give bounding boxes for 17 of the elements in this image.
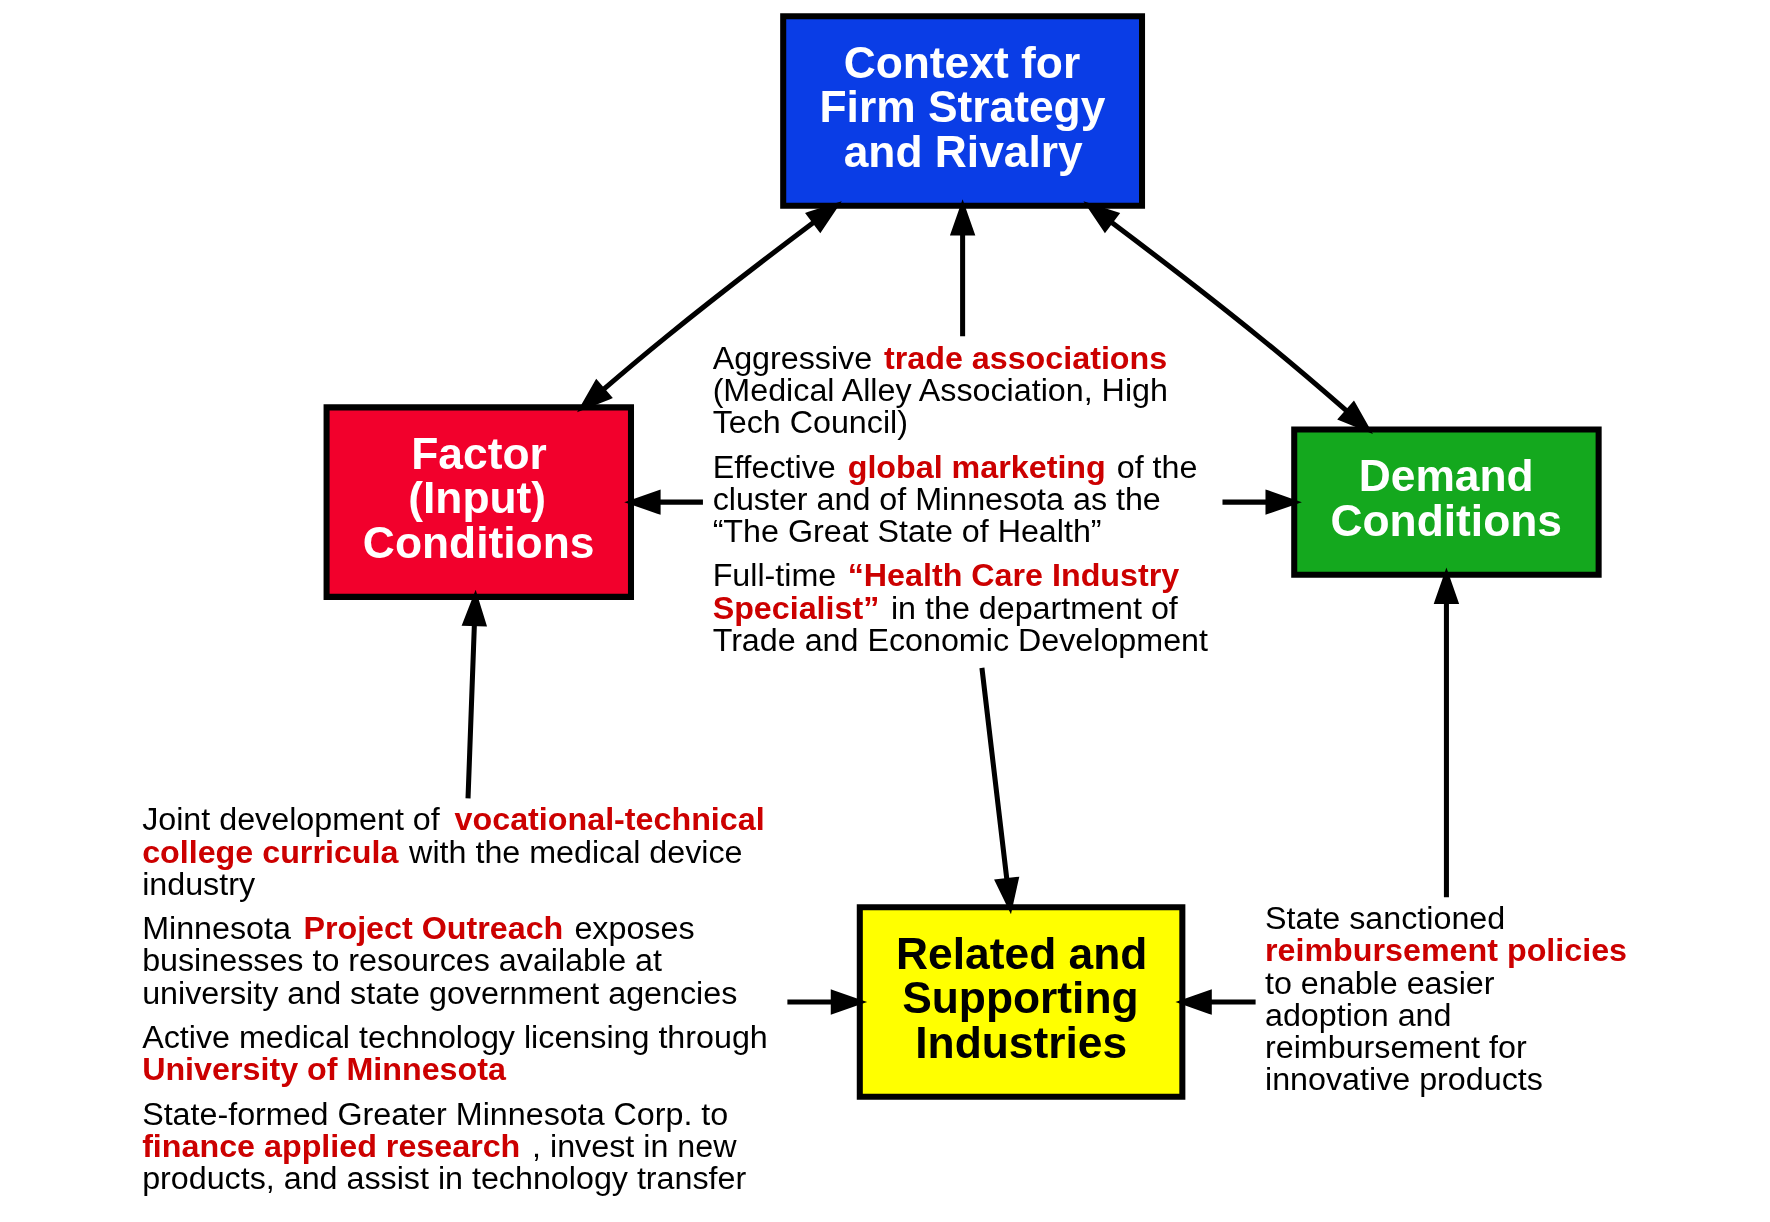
node-box: Demand Conditions — [1290, 426, 1602, 578]
arrow — [1174, 989, 1256, 1015]
arrow — [461, 589, 487, 799]
arrow — [623, 489, 703, 515]
arrow — [1433, 567, 1459, 898]
node-box: Context for Firm Strategy and Rivalry — [779, 13, 1145, 209]
arrow — [978, 667, 1019, 915]
arrow — [949, 199, 975, 337]
arrow — [1082, 201, 1373, 434]
arrow — [1222, 489, 1302, 515]
node-text: Joint development of vocational-technical college curricula with the medical device industry Minnesota Project Outreach exposes businesses to resources available at university and state government agencies Active medical technology licensing through University of Minnesota State-formed Greater Minnesota Corp. to finance applied research, invest in new products, and assist in technology transfer — [141, 801, 768, 1197]
node-box: Factor (Input) Conditions — [323, 404, 634, 600]
node-text: State sanctioned reimbursement policies to enable easier adoption and reimbursement for innovative products — [1264, 900, 1627, 1098]
node-text: Aggressive trade associations (Medical Alley Association, High Tech Council) Effective global marketing of the cluster and of Minnesota as the “The Great State of Health” Full-time “Health Care Industry Specialist” in the department of Trade and Economic Development — [712, 339, 1208, 658]
node-box: Related and Supporting Industries — [856, 904, 1185, 1100]
arrow — [576, 201, 842, 413]
arrow — [786, 989, 867, 1015]
